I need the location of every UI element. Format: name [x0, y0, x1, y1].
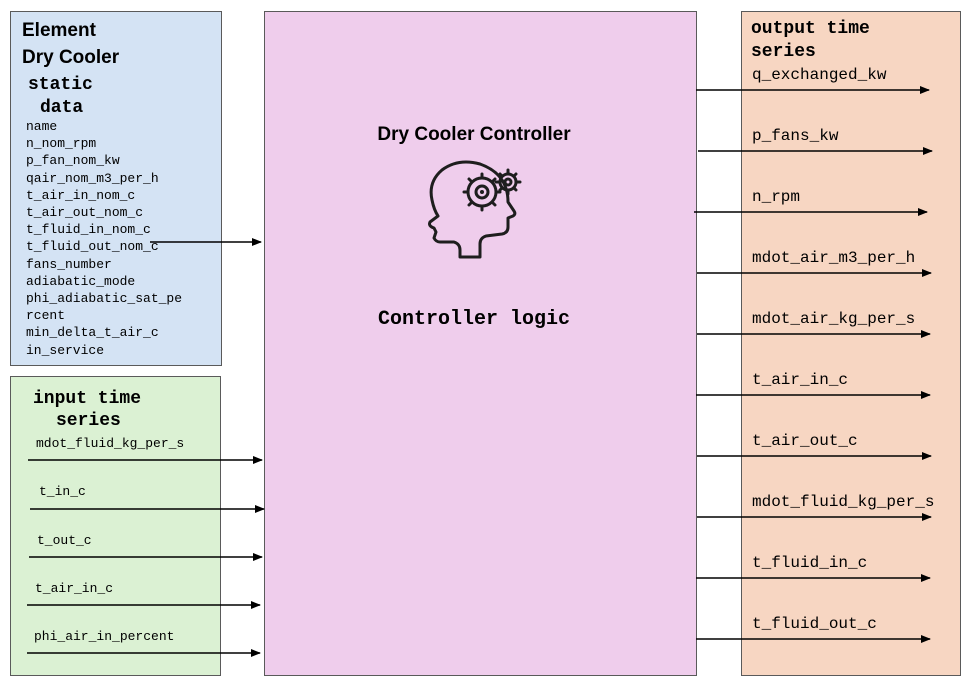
- output-series-heading: output time: [751, 19, 870, 39]
- output-field-label: t_fluid_out_c: [752, 615, 877, 633]
- static-field-label: qair_nom_m3_per_h: [26, 170, 159, 186]
- input-series-heading-2: series: [56, 411, 121, 431]
- static-field-label: name: [26, 119, 58, 134]
- static-field-label: t_air_in_nom_c: [26, 187, 136, 203]
- static-data-heading-2: data: [40, 98, 84, 118]
- input-field-label: phi_air_in_percent: [34, 629, 175, 645]
- output-field-label: mdot_air_kg_per_s: [752, 310, 916, 328]
- output-field-label: p_fans_kw: [752, 127, 839, 145]
- static-data-panel: [10, 11, 222, 366]
- controller-logic-label: Controller logic: [377, 308, 571, 331]
- static-field-label: t_fluid_out_nom_c: [26, 239, 159, 255]
- static-field-label: in_service: [26, 342, 105, 358]
- static-field-label: t_fluid_in_nom_c: [26, 222, 151, 238]
- output-series-panel: [741, 11, 961, 676]
- input-field-label: mdot_fluid_kg_per_s: [36, 436, 185, 451]
- controller-box: [264, 11, 697, 676]
- output-field-label: t_fluid_in_c: [752, 554, 868, 572]
- element-subtitle: Dry Cooler: [22, 47, 120, 68]
- static-data-heading: static: [28, 75, 93, 95]
- static-field-label: fans_number: [26, 256, 112, 272]
- static-field-label: t_air_out_nom_c: [26, 205, 144, 220]
- controller-title: Dry Cooler Controller: [377, 124, 571, 145]
- output-field-label: mdot_fluid_kg_per_s: [752, 493, 935, 511]
- head-gear-icon: [428, 160, 522, 259]
- input-series-panel: [10, 376, 221, 676]
- output-field-label: n_rpm: [752, 188, 801, 206]
- input-field-label: t_air_in_c: [35, 580, 114, 596]
- output-field-label: mdot_air_m3_per_h: [752, 249, 916, 267]
- output-field-label: q_exchanged_kw: [752, 66, 887, 84]
- input-series-heading: input time: [33, 389, 142, 409]
- input-field-label: t_in_c: [39, 484, 86, 500]
- static-field-label: phi_adiabatic_sat_pe: [26, 291, 183, 306]
- static-field-label: n_nom_rpm: [26, 136, 97, 152]
- static-field-label: rcent: [26, 308, 66, 324]
- static-field-label: p_fan_nom_kw: [26, 153, 120, 169]
- static-field-label: adiabatic_mode: [26, 273, 136, 289]
- output-series-heading-2: series: [751, 42, 816, 62]
- input-field-label: t_out_c: [37, 532, 92, 548]
- output-field-label: t_air_out_c: [752, 432, 858, 450]
- static-field-label: min_delta_t_air_c: [26, 325, 159, 341]
- output-field-label: t_air_in_c: [752, 371, 849, 389]
- element-title: Element: [22, 20, 96, 41]
